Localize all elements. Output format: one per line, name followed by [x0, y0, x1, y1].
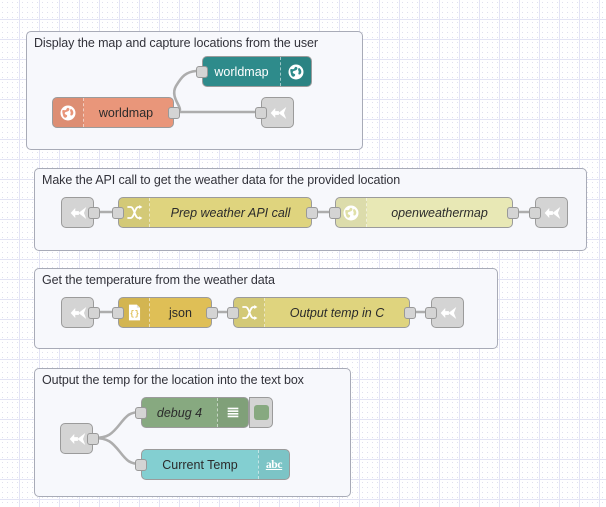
debug-toggle-button[interactable] [249, 397, 273, 428]
node-input-port[interactable] [425, 306, 437, 319]
node-output-port[interactable] [168, 106, 180, 119]
group-label: Make the API call to get the weather dat… [42, 173, 401, 187]
node-input-port[interactable] [135, 406, 147, 419]
node-output-port[interactable] [88, 206, 100, 219]
node-openweathermap[interactable]: openweathermap [329, 197, 519, 228]
node-label: debug 4 [156, 405, 203, 420]
link-out-icon [541, 202, 563, 224]
debug-lines-icon [217, 398, 248, 427]
json-braces-icon: {} [119, 298, 150, 327]
group-get-temperature[interactable]: Get the temperature from the weather dat… [34, 268, 498, 349]
node-input-port[interactable] [112, 206, 124, 219]
globe-icon [336, 198, 367, 227]
group-display-map[interactable]: Display the map and capture locations fr… [26, 31, 363, 150]
link-in-icon [67, 302, 89, 324]
group-label: Display the map and capture locations fr… [34, 36, 318, 50]
node-link-in-3[interactable] [61, 297, 100, 328]
node-label: worldmap [214, 64, 269, 79]
node-output-temp-in-c[interactable]: Output temp in C [227, 297, 416, 328]
link-out-icon [267, 102, 289, 124]
node-link-in-2[interactable] [61, 197, 100, 228]
node-input-port[interactable] [112, 306, 124, 319]
globe-icon [53, 98, 84, 127]
group-label: Get the temperature from the weather dat… [42, 273, 275, 287]
node-label: json [169, 305, 192, 320]
node-link-out-1[interactable] [255, 97, 294, 128]
node-link-in-4[interactable] [60, 423, 99, 454]
globe-icon [280, 57, 311, 86]
node-output-port[interactable] [306, 206, 318, 219]
link-in-icon [66, 428, 88, 450]
node-json[interactable]: {} json [112, 297, 218, 328]
node-debug-4[interactable]: debug 4 [135, 397, 273, 428]
node-output-port[interactable] [206, 306, 218, 319]
node-worldmap-output[interactable]: worldmap [196, 56, 312, 87]
node-input-port[interactable] [227, 306, 239, 319]
abc-icon: abc [258, 450, 289, 479]
node-label: Current Temp [162, 457, 238, 472]
node-output-port[interactable] [507, 206, 519, 219]
node-label: worldmap [98, 105, 154, 120]
node-output-port[interactable] [404, 306, 416, 319]
node-label: Prep weather API call [170, 205, 291, 220]
debug-toggle-swatch [253, 405, 269, 420]
link-in-icon [67, 202, 89, 224]
node-link-out-2[interactable] [529, 197, 568, 228]
node-output-port[interactable] [88, 306, 100, 319]
change-icon [119, 198, 150, 227]
node-link-out-3[interactable] [425, 297, 464, 328]
node-input-port[interactable] [255, 106, 267, 119]
node-worldmap-input[interactable]: worldmap [52, 97, 180, 128]
node-input-port[interactable] [196, 65, 208, 78]
link-out-icon [437, 302, 459, 324]
node-prep-weather-api-call[interactable]: Prep weather API call [112, 197, 318, 228]
node-label: openweathermap [391, 205, 488, 220]
group-label: Output the temp for the location into th… [42, 373, 304, 387]
node-input-port[interactable] [135, 458, 147, 471]
node-current-temp[interactable]: Current Temp abc [135, 449, 290, 480]
node-output-port[interactable] [87, 432, 99, 445]
svg-text:{}: {} [129, 310, 139, 319]
node-label: Output temp in C [289, 305, 385, 320]
node-input-port[interactable] [529, 206, 541, 219]
node-input-port[interactable] [329, 206, 341, 219]
change-icon [234, 298, 265, 327]
